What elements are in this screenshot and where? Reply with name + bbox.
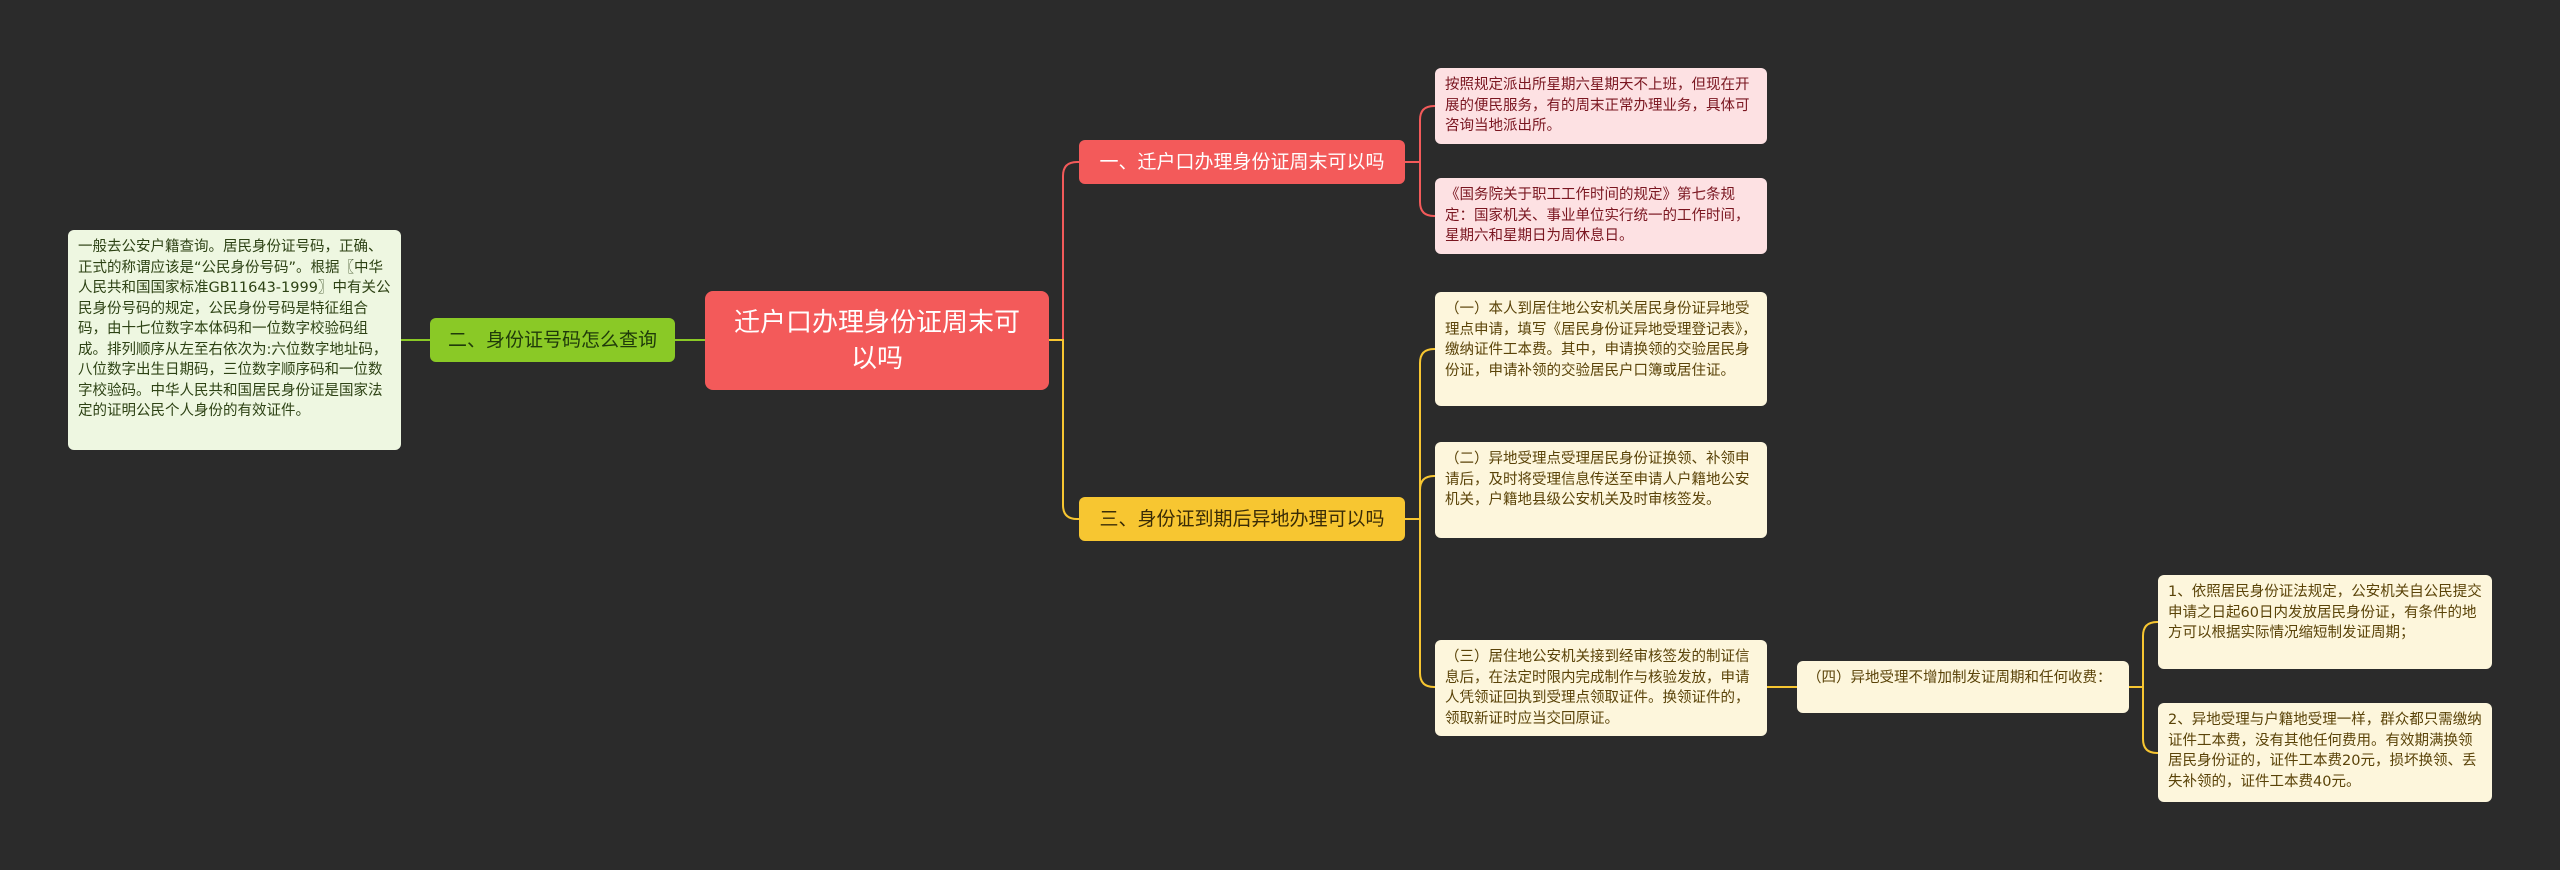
connector-root-b3: [1049, 339, 1079, 520]
connector-b3-leaves: [1405, 348, 1435, 688]
leaf-step-2[interactable]: （二）异地受理点受理居民身份证换领、补领申请后，及时将受理信息传送至申请人户籍地…: [1435, 442, 1767, 538]
branch-expired-remote-processing[interactable]: 三、身份证到期后异地办理可以吗: [1079, 497, 1405, 541]
root-topic-title: 迁户口办理身份证周末可以吗: [733, 307, 1020, 374]
branch-id-number-query[interactable]: 二、身份证号码怎么查询: [430, 318, 675, 362]
leaf-step-3[interactable]: （三）居住地公安机关接到经审核签发的制证信息后，在法定时限内完成制作与核验发放，…: [1435, 640, 1767, 736]
branch-label: 一、迁户口办理身份证周末可以吗: [1099, 151, 1385, 173]
leaf-step-1[interactable]: （一）本人到居住地公安机关居民身份证异地受理点申请，填写《居民身份证异地受理登记…: [1435, 292, 1767, 406]
leaf-id-number-explanation[interactable]: 一般去公安户籍查询。居民身份证号码，正确、正式的称谓应该是“公民身份号码”。根据…: [68, 230, 401, 450]
connector-root-b1: [1049, 161, 1079, 341]
leaf-text: （一）本人到居住地公安机关居民身份证异地受理点申请，填写《居民身份证异地受理登记…: [1445, 301, 1757, 379]
leaf-step-4[interactable]: （四）异地受理不增加制发证周期和任何收费：: [1797, 661, 2129, 713]
root-topic[interactable]: 迁户口办理身份证周末可以吗: [705, 291, 1049, 390]
leaf-text: （三）居住地公安机关接到经审核签发的制证信息后，在法定时限内完成制作与核验发放，…: [1445, 649, 1750, 727]
connector-b3-4-subleaves: [2129, 621, 2158, 754]
branch-label: 三、身份证到期后异地办理可以吗: [1099, 508, 1385, 530]
leaf-text: （四）异地受理不增加制发证周期和任何收费：: [1807, 670, 2112, 686]
leaf-text: 2、异地受理与户籍地受理一样，群众都只需缴纳证件工本费，没有其他任何费用。有效期…: [2168, 712, 2482, 790]
branch-label: 二、身份证号码怎么查询: [447, 329, 657, 351]
connector-b1-leaves: [1405, 105, 1435, 217]
leaf-step-4-issue-period[interactable]: 1、依照居民身份证法规定，公安机关自公民提交申请之日起60日内发放居民身份证，有…: [2158, 575, 2492, 669]
leaf-text: （二）异地受理点受理居民身份证换领、补领申请后，及时将受理信息传送至申请人户籍地…: [1445, 451, 1750, 508]
leaf-weekend-police-station[interactable]: 按照规定派出所星期六星期天不上班，但现在开展的便民服务，有的周末正常办理业务，具…: [1435, 68, 1767, 144]
leaf-step-4-fees[interactable]: 2、异地受理与户籍地受理一样，群众都只需缴纳证件工本费，没有其他任何费用。有效期…: [2158, 703, 2492, 802]
leaf-text: 一般去公安户籍查询。居民身份证号码，正确、正式的称谓应该是“公民身份号码”。根据…: [78, 239, 391, 419]
leaf-text: 《国务院关于职工工作时间的规定》第七条规定：国家机关、事业单位实行统一的工作时间…: [1445, 187, 1750, 244]
leaf-text: 按照规定派出所星期六星期天不上班，但现在开展的便民服务，有的周末正常办理业务，具…: [1445, 77, 1750, 134]
leaf-working-time-regulation[interactable]: 《国务院关于职工工作时间的规定》第七条规定：国家机关、事业单位实行统一的工作时间…: [1435, 178, 1767, 254]
branch-weekend-processing[interactable]: 一、迁户口办理身份证周末可以吗: [1079, 140, 1405, 184]
leaf-text: 1、依照居民身份证法规定，公安机关自公民提交申请之日起60日内发放居民身份证，有…: [2168, 584, 2482, 641]
